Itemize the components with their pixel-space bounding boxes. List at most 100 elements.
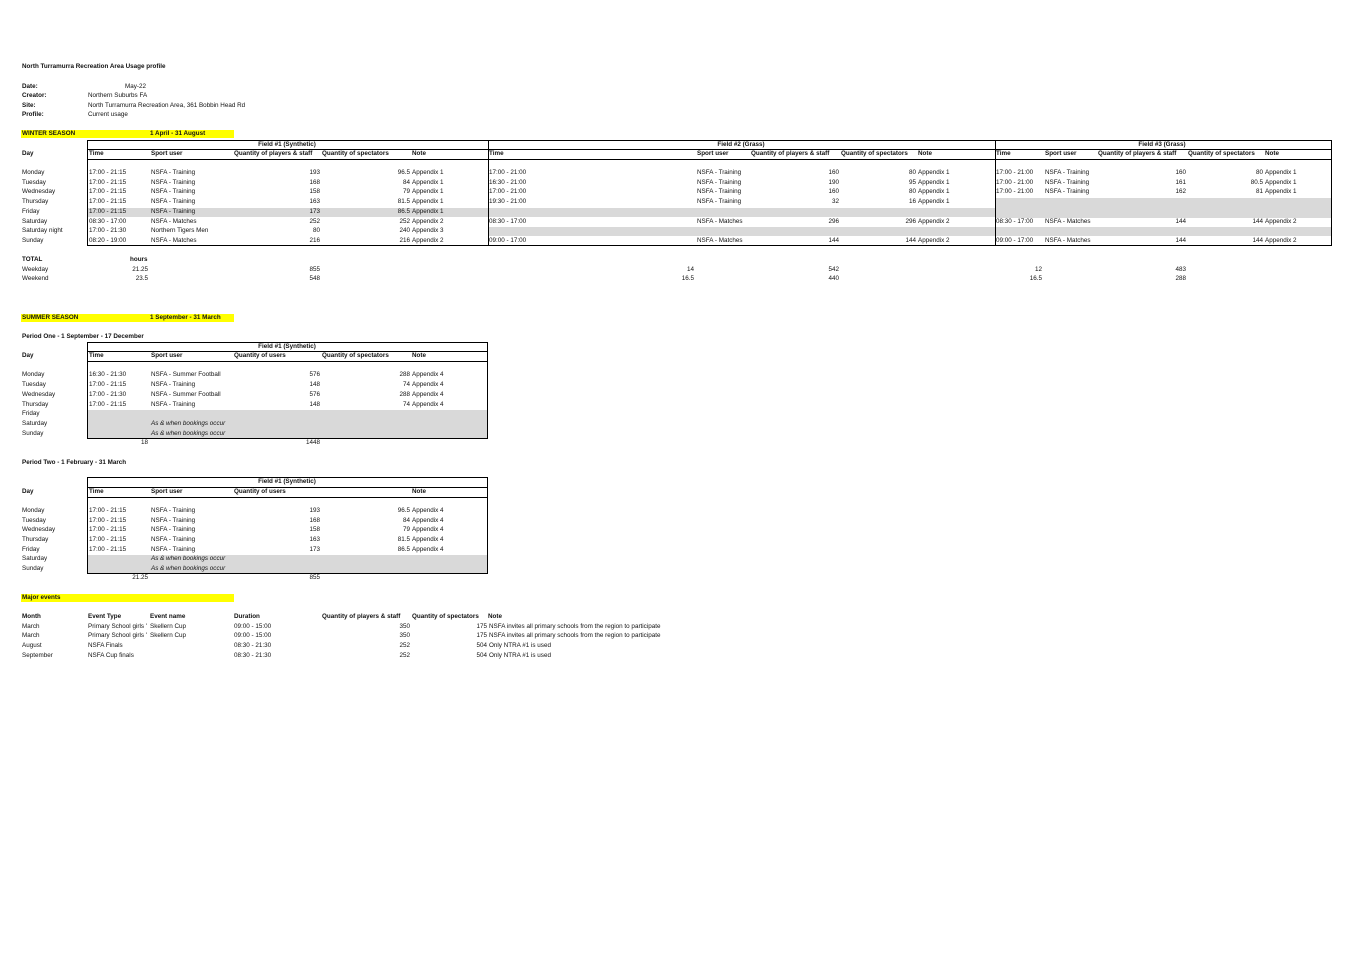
weekday-total: 855 [309, 266, 320, 273]
event-players-staff: 252 [399, 652, 410, 659]
cell-time: 09:00 - 17:00 [996, 237, 1034, 244]
cell-time: 17:00 - 21:15 [89, 536, 127, 543]
cell-players-staff: 190 [828, 179, 839, 186]
event-month: August [22, 642, 42, 649]
cell-spectators: 81.5 [397, 198, 410, 205]
cell-note: Appendix 1 [1265, 179, 1297, 186]
cell-sport-user: NSFA - Training [151, 208, 196, 215]
cell-note: Appendix 1 [412, 169, 444, 176]
cell-time: 08:30 - 17:00 [996, 218, 1034, 225]
day-label: Wednesday [22, 526, 56, 533]
day-label: Friday [22, 208, 40, 215]
field-header: Field #2 (Grass) [717, 141, 765, 148]
day-label: Tuesday [22, 179, 46, 186]
cell-spectators: 81 [1255, 188, 1263, 195]
day-label: Sunday [22, 565, 44, 572]
field-header: Field #1 (Synthetic) [258, 478, 316, 485]
event-spectators: 175 [476, 632, 487, 639]
column-header: Note [412, 352, 426, 359]
period-two-table-frame [87, 477, 488, 574]
weekend-label: Weekend [22, 275, 49, 282]
weekend-total: 16.5 [1029, 275, 1042, 282]
cell-note: Appendix 4 [412, 526, 444, 533]
column-header-players-staff: Quantity of players & staff [234, 150, 313, 157]
column-header: Day [22, 488, 34, 495]
cell-sport-user: NSFA - Training [151, 517, 196, 524]
day-label: Wednesday [22, 391, 56, 398]
column-header-players-staff: Quantity of players & staff [1098, 150, 1177, 157]
event-event-type: NSFA Finals [88, 642, 123, 649]
cell-players-staff: 162 [1175, 188, 1186, 195]
major-events-label: Major events [22, 594, 61, 601]
period-total-users: 1448 [305, 439, 320, 446]
event-duration: 09:00 - 15:00 [234, 632, 272, 639]
cell-sport-user: NSFA - Training [151, 536, 196, 543]
cell-sport-user: NSFA - Training [1045, 179, 1090, 186]
cell-players-staff: 158 [309, 188, 320, 195]
cell-note: Appendix 4 [412, 381, 444, 388]
day-label: Sunday [22, 237, 44, 244]
cell-spectators: 144 [1252, 218, 1263, 225]
cell-note: Appendix 4 [412, 517, 444, 524]
meta-value: Northern Suburbs FA [88, 92, 148, 99]
cell-sport-user: NSFA - Summer Football [151, 371, 221, 378]
cell-time: 17:00 - 21:15 [89, 188, 127, 195]
meta-label: Site: [22, 102, 36, 109]
column-header-spectators: Quantity of spectators [322, 150, 389, 157]
cell-time: 17:00 - 21:00 [996, 169, 1034, 176]
column-header: Quantity of users [234, 352, 286, 359]
cell-sport-user: NSFA - Training [151, 381, 196, 388]
cell-time: 17:00 - 21:00 [996, 179, 1034, 186]
event-duration: 08:30 - 21:30 [234, 642, 272, 649]
empty-cell [995, 227, 1332, 236]
cell-time: 08:30 - 17:00 [89, 218, 127, 225]
day-label: Saturday [22, 420, 48, 427]
event-column-header: Event Type [88, 613, 122, 620]
cell-players-staff: 168 [309, 517, 320, 524]
cell-note: Appendix 2 [1265, 237, 1297, 244]
day-label: Monday [22, 507, 45, 514]
field-divider [995, 140, 996, 246]
cell-spectators: 296 [905, 218, 916, 225]
cell-players-staff: 144 [1175, 218, 1186, 225]
day-label: Thursday [22, 536, 49, 543]
event-column-header: Event name [150, 613, 186, 620]
cell-time: 17:00 - 21:00 [489, 169, 527, 176]
cell-players-staff: 148 [309, 401, 320, 408]
cell-note: Appendix 1 [918, 188, 950, 195]
day-header: Day [22, 150, 34, 157]
day-label: Saturday [22, 555, 48, 562]
event-column-header: Quantity of players & staff [322, 613, 401, 620]
event-event-type: Primary School girls ' [88, 623, 147, 630]
weekday-total: 542 [828, 266, 839, 273]
field-header: Field #1 (Synthetic) [258, 141, 316, 148]
cell-time: 08:20 - 19:00 [89, 237, 127, 244]
cell-sport-user: NSFA - Matches [151, 218, 197, 225]
day-label: Saturday [22, 218, 48, 225]
cell-spectators: 80 [908, 188, 916, 195]
event-column-header: Quantity of spectators [412, 613, 479, 620]
winter-season-range: 1 April - 31 August [150, 130, 206, 137]
cell-spectators: 144 [905, 237, 916, 244]
cell-time: 17:00 - 21:00 [489, 188, 527, 195]
cell-players-staff: 168 [309, 179, 320, 186]
cell-spectators: 84 [402, 517, 410, 524]
cell-spectators: 80 [1255, 169, 1263, 176]
event-duration: 08:30 - 21:30 [234, 652, 272, 659]
cell-note: Appendix 4 [412, 546, 444, 553]
weekday-total: 21.25 [132, 266, 148, 273]
cell-spectators: 288 [399, 391, 410, 398]
cell-players-staff: 163 [309, 536, 320, 543]
cell-spectators: 80.5 [1250, 179, 1263, 186]
cell-players-staff: 173 [309, 546, 320, 553]
column-header-time: Time [489, 150, 504, 157]
weekend-total: 288 [1175, 275, 1186, 282]
cell-spectators: 240 [399, 227, 410, 234]
cell-spectators: 80 [908, 169, 916, 176]
event-players-staff: 350 [399, 623, 410, 630]
event-spectators: 175 [476, 623, 487, 630]
cell-sport-user: NSFA - Training [151, 169, 196, 176]
cell-sport-user: NSFA - Matches [697, 218, 743, 225]
cell-sport-user: NSFA - Training [151, 198, 196, 205]
day-label: Sunday [22, 430, 44, 437]
